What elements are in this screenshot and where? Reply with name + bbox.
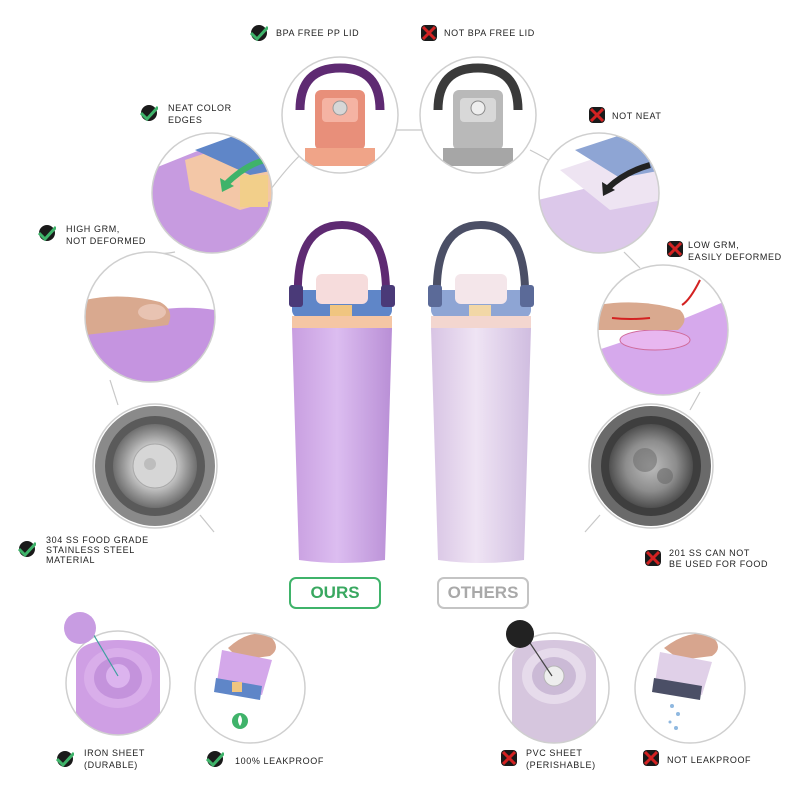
bpa-free-label: BPA FREE PP LID <box>276 28 360 38</box>
not-leakproof-label: NOT LEAKPROOF <box>667 755 752 765</box>
low-grm-closeup <box>598 265 728 395</box>
cross-icon <box>501 750 517 766</box>
ours-bottle <box>289 220 395 563</box>
ss201-closeup <box>589 404 713 528</box>
neat-edges-closeup <box>152 133 272 253</box>
not-neat-label: NOT NEAT <box>612 111 662 121</box>
pvc-sheet-label-line2: (PERISHABLE) <box>526 760 596 770</box>
cross-icon <box>643 750 659 766</box>
others-bottle <box>428 220 534 563</box>
high-grm-closeup <box>85 252 215 382</box>
low-grm-label-line1: LOW GRM, <box>688 240 740 250</box>
others-badge: OTHERS <box>437 577 529 609</box>
checkmark-icon <box>140 105 158 122</box>
iron-sheet-swatch <box>64 612 96 644</box>
neat-edges-label-line2: EDGES <box>168 115 203 125</box>
checkmark-icon <box>56 751 74 768</box>
cross-icon <box>645 550 661 566</box>
not-leakproof-closeup <box>635 633 745 743</box>
pvc-sheet-swatch <box>506 620 534 648</box>
others-lid-closeup <box>420 57 536 173</box>
checkmark-icon <box>18 541 36 558</box>
checkmark-icon <box>250 25 268 42</box>
ss201-label-line2: BE USED FOR FOOD <box>669 559 769 569</box>
ss304-label-line2: STAINLESS STEEL <box>46 545 135 555</box>
cross-icon <box>421 25 437 41</box>
checkmark-icon <box>206 751 224 768</box>
ours-lid-closeup <box>282 57 398 173</box>
cross-icon <box>589 107 605 123</box>
leakproof-closeup <box>195 633 305 743</box>
leakproof-label: 100% LEAKPROOF <box>235 756 324 766</box>
cross-icon <box>667 241 683 257</box>
ours-badge: OURS <box>289 577 381 609</box>
low-grm-label-line2: EASILY DEFORMED <box>688 252 782 262</box>
ss304-label-line3: MATERIAL <box>46 555 96 565</box>
checkmark-icon <box>38 225 56 242</box>
iron-sheet-label-line1: IRON SHEET <box>84 748 146 758</box>
pvc-sheet-label-line1: PVC SHEET <box>526 748 583 758</box>
ss201-label-line1: 201 SS CAN NOT <box>669 548 750 558</box>
iron-sheet-label-line2: (DURABLE) <box>84 760 138 770</box>
high-grm-label-line1: HIGH GRM, <box>66 224 120 234</box>
ss304-closeup <box>93 404 217 528</box>
high-grm-label-line2: NOT DEFORMED <box>66 236 147 246</box>
iron-sheet-closeup <box>66 631 170 735</box>
not-bpa-free-label: NOT BPA FREE LID <box>444 28 535 38</box>
ss304-label-line1: 304 SS FOOD GRADE <box>46 535 149 545</box>
neat-edges-label-line1: NEAT COLOR <box>168 103 232 113</box>
